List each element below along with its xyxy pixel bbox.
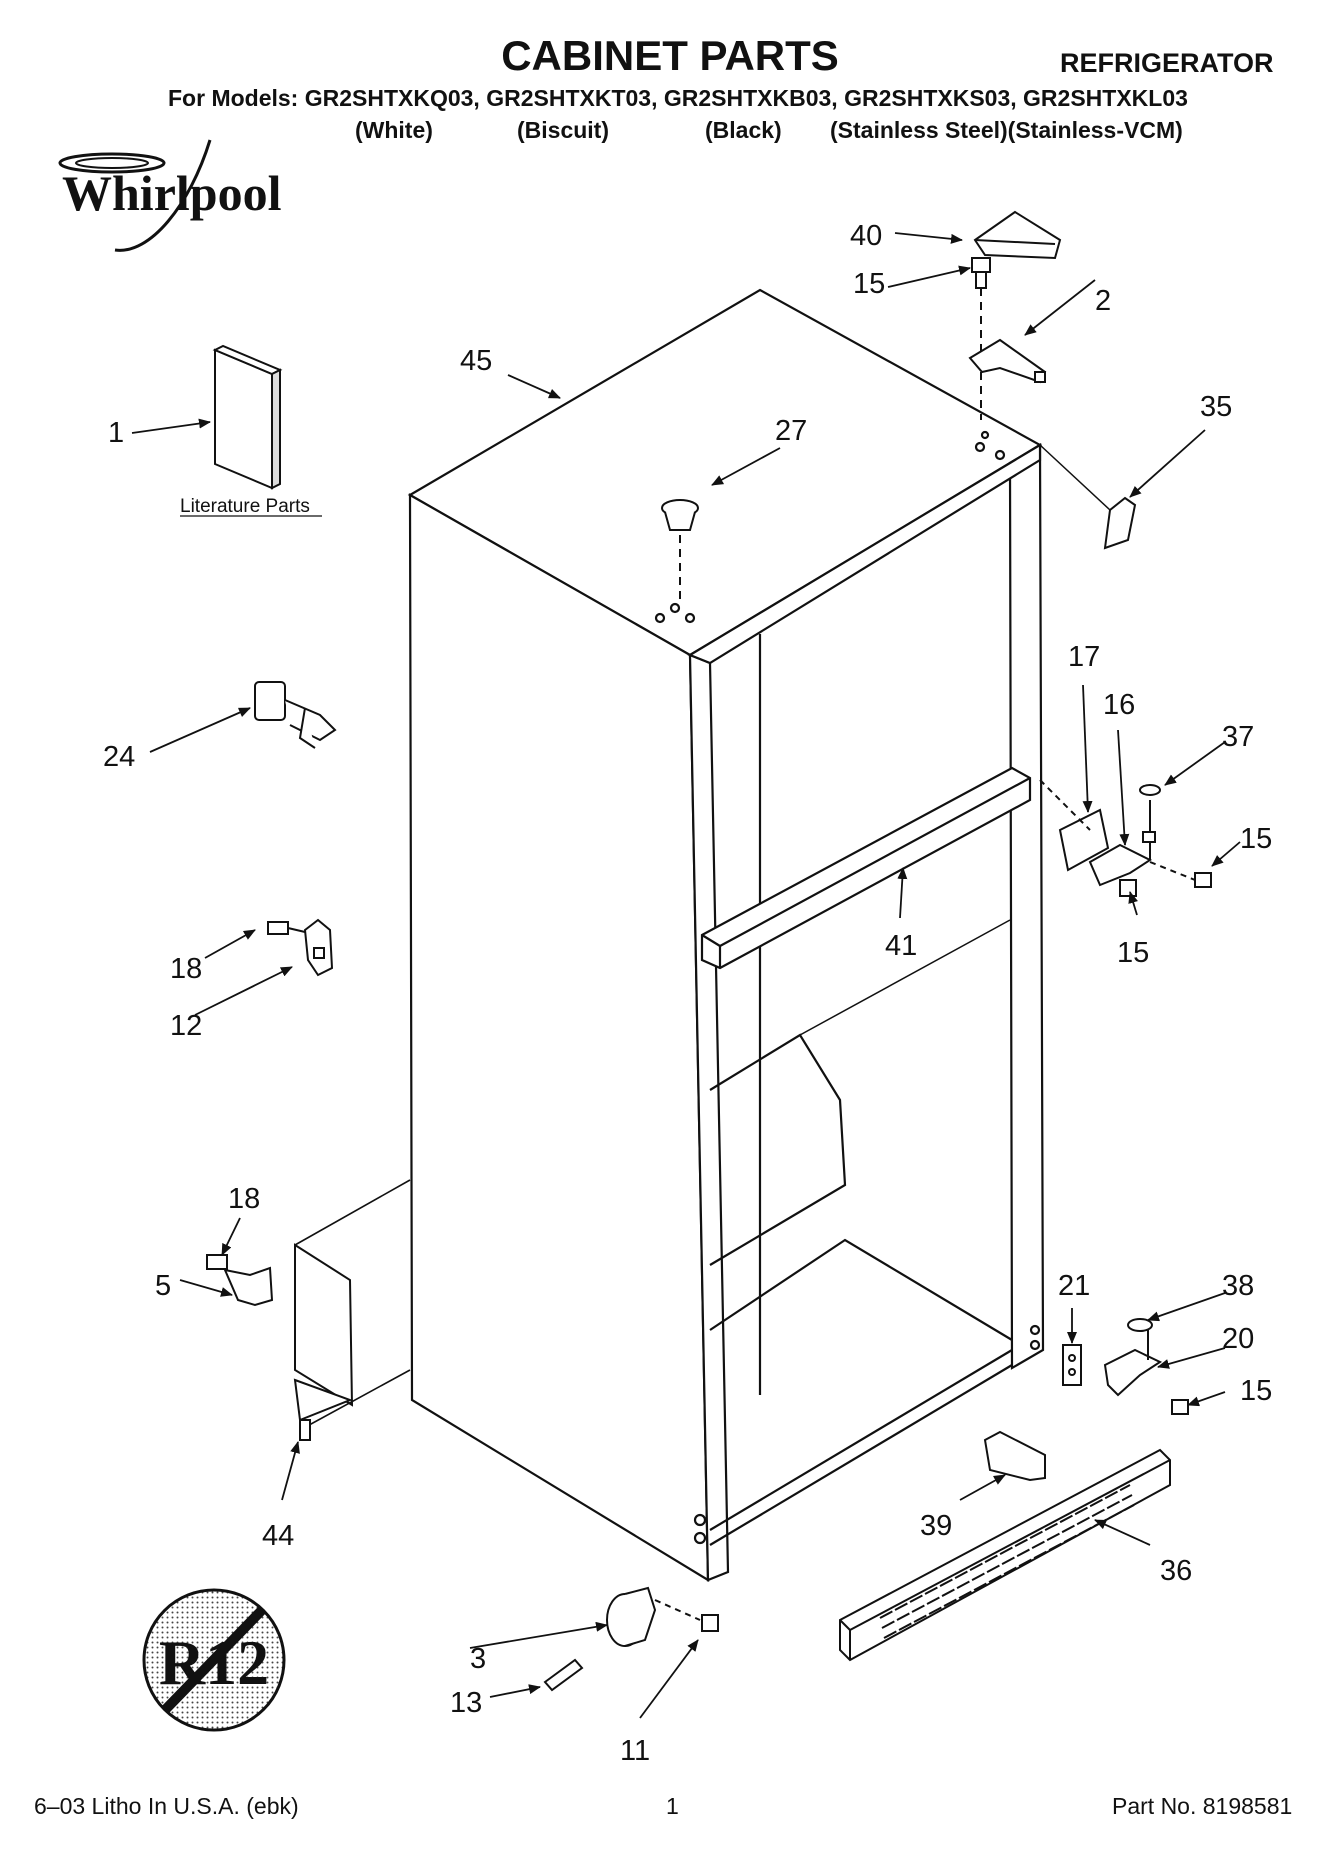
callout-39: 39 [920,1510,952,1542]
callout-36: 36 [1160,1555,1192,1587]
callout-1: 1 [108,417,124,449]
footer-page-number: 1 [666,1793,679,1819]
callout-37: 37 [1222,721,1254,753]
callout-15-mid: 15 [1117,937,1149,969]
variant-black: (Black) [705,117,782,143]
callout-24: 24 [103,741,135,773]
callout-3: 3 [470,1643,486,1675]
variant-white: (White) [355,117,433,143]
callout-11: 11 [620,1735,650,1767]
callout-17: 17 [1068,641,1100,673]
callout-44: 44 [262,1520,294,1552]
variant-biscuit: (Biscuit) [517,117,609,143]
models-line: For Models: GR2SHTXKQ03, GR2SHTXKT03, GR… [168,85,1188,111]
whirlpool-logo: Whirlpool [58,139,282,252]
leader-lines [131,232,1241,1719]
top-hinge-assembly [968,257,1047,420]
literature-label: Literature Parts [180,496,310,517]
callout-45: 45 [460,345,492,377]
literature-part: Literature Parts [180,344,322,517]
lower-left-bracket [206,1179,411,1441]
callout-numbers: 1 40 15 2 45 27 35 24 17 16 37 15 15 41 … [103,220,1272,1767]
callout-15-mid-right: 15 [1240,823,1272,855]
callout-13: 13 [450,1687,482,1719]
logo-text: Whirlpool [62,165,282,221]
lower-hinge-assembly [1062,1318,1189,1415]
callout-38: 38 [1222,1270,1254,1302]
callout-18-lower: 18 [228,1183,260,1215]
page-title: CABINET PARTS [501,32,839,79]
footer-part-number: Part No. 8198581 [1112,1793,1293,1819]
callout-16: 16 [1103,689,1135,721]
center-hinge-assembly [1039,779,1212,897]
callout-40: 40 [850,220,882,252]
callout-12: 12 [170,1010,202,1042]
door-stop-clip [267,918,334,977]
footer-litho: 6–03 Litho In U.S.A. (ebk) [34,1793,299,1819]
roller-assembly [543,1586,719,1692]
appliance-category: REFRIGERATOR [1060,48,1274,78]
callout-2: 2 [1095,285,1111,317]
refrigerator-cabinet [407,288,1045,1582]
callout-15-lower: 15 [1240,1375,1272,1407]
callout-21: 21 [1058,1270,1090,1302]
top-plug [661,499,699,600]
variant-stainless: (Stainless Steel)(Stainless-VCM) [830,117,1183,143]
cabinet-stud [254,681,337,749]
callout-41: 41 [885,930,917,962]
hinge-cover-top [973,210,1062,260]
callout-35: 35 [1200,391,1232,423]
r12-prohibited-icon: R12 [142,1588,286,1732]
callout-18-upper: 18 [170,953,202,985]
callout-27: 27 [775,415,807,447]
base-grille [839,1448,1171,1662]
callout-20: 20 [1222,1323,1254,1355]
callout-5: 5 [155,1270,171,1302]
callout-15-top: 15 [853,268,885,300]
hinge-cap [1039,444,1137,550]
grille-clip [983,1430,1046,1482]
